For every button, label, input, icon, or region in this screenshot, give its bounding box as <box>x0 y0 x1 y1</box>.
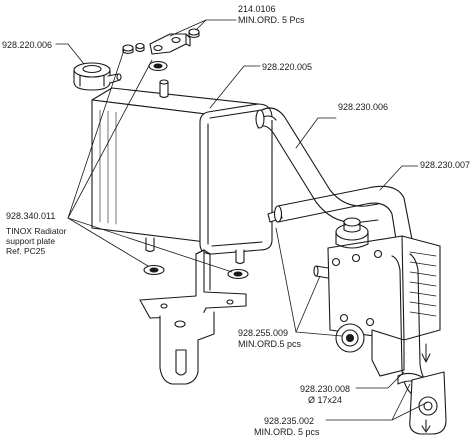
label-928-230-008-note: Ø 17x24 <box>308 395 343 405</box>
bolts-and-bracket <box>122 28 200 72</box>
label-928-230-007: 928.230.007 <box>420 160 471 170</box>
label-928-235-002: 928.235.002 <box>264 416 315 426</box>
label-support-plate-line3: Ref. PC25 <box>6 246 46 256</box>
label-928-340-011: 928.340.011 <box>6 211 56 221</box>
label-928-235-002-note: MIN.ORD. 5 pcs <box>254 427 320 437</box>
pipe-928-230-007 <box>273 185 415 253</box>
label-928-220-005: 928.220.005 <box>262 62 313 72</box>
radiator-tank <box>91 79 283 265</box>
label-928-230-008: 928.230.008 <box>300 384 351 394</box>
label-214-0106-note: MIN.ORD. 5 Pcs <box>238 15 305 25</box>
label-928-255-009-note: MIN.ORD.5 pcs <box>238 339 302 349</box>
label-support-plate-line2: support plate <box>6 236 56 246</box>
mounting-bracket <box>149 33 191 55</box>
bottom-elbow <box>409 371 447 435</box>
leader-lines <box>55 19 429 421</box>
label-support-plate-line1: TINOX Radiator <box>6 226 67 236</box>
nut-washer <box>188 28 200 39</box>
label-214-0106: 214.0106 <box>238 4 276 14</box>
support-plate <box>139 249 247 385</box>
radiator-cap <box>73 62 122 91</box>
pump-assembly <box>313 217 441 377</box>
grommets-bottom <box>143 264 249 280</box>
label-928-220-006: 928.220.006 <box>2 40 53 50</box>
bolt-1 <box>122 42 145 55</box>
label-928-255-009: 928.255.009 <box>238 328 289 338</box>
label-928-230-006: 928.230.006 <box>338 102 389 112</box>
rubber-grommet-top <box>148 60 168 72</box>
